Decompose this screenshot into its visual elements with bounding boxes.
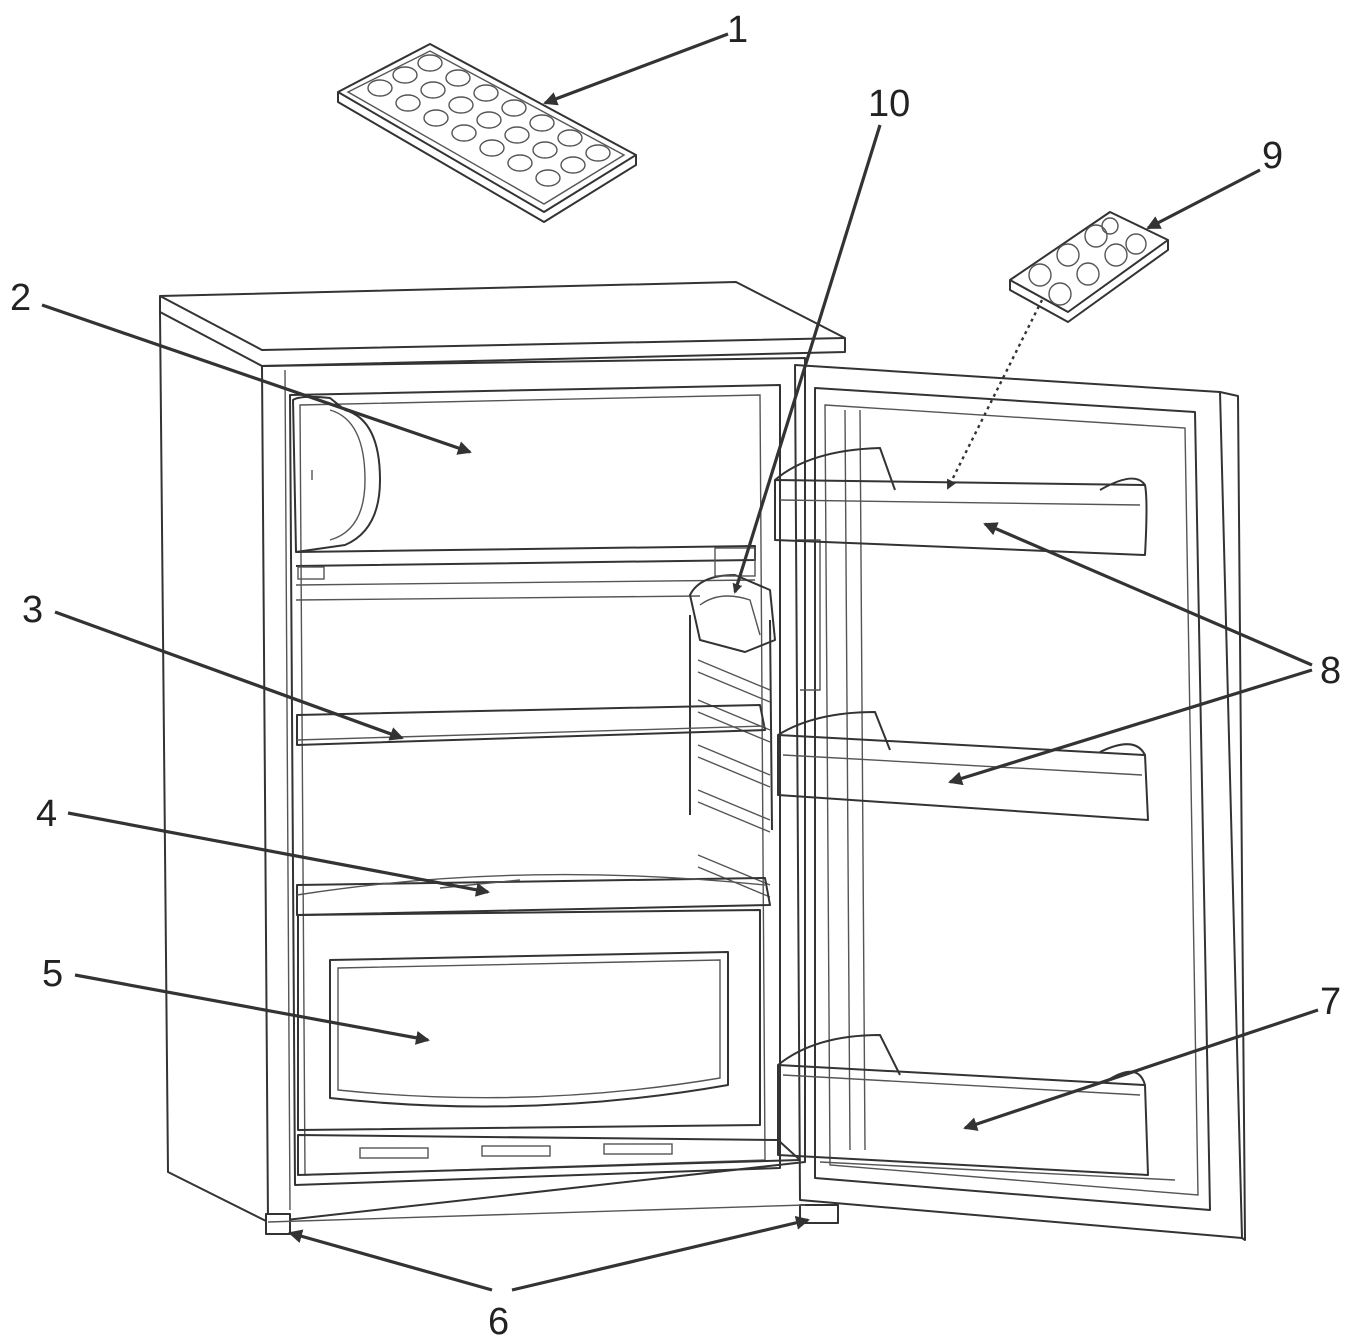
door [794,364,1246,1241]
callout-line-4 [67,811,490,897]
callout-3: 3 [22,589,43,631]
callout-7: 7 [1320,981,1341,1023]
callout-line-5 [74,973,430,1045]
egg-tray [1009,211,1169,323]
shelf-rails [689,615,773,898]
thermostat-lamp-housing [689,547,776,653]
callout-5: 5 [42,953,63,995]
callout-line-7 [963,1008,1319,1131]
ice-cube-tray [337,43,637,223]
crisper-cover [296,873,771,916]
callout-lines [41,32,1319,1292]
callout-8: 8 [1320,650,1341,692]
callout-9: 9 [1262,135,1283,177]
callout-6: 6 [488,1301,509,1340]
callout-line-6b [511,1215,810,1292]
callout-line-1 [543,32,729,106]
door-bin-lower [777,711,1149,821]
callout-line-10 [732,124,882,594]
door-bin-upper [774,447,1148,556]
callout-line-2 [41,303,472,455]
callout-1: 1 [727,9,748,51]
callout-line-8b [948,668,1313,786]
callout-line-6a [288,1229,493,1292]
freezer-compartment [292,395,756,601]
crisper-drawer [297,909,761,1131]
adjustable-feet [265,1204,839,1235]
callout-line-3 [54,610,404,741]
callout-2: 2 [10,277,31,319]
callout-10: 10 [868,83,910,125]
callout-line-9-dotted [946,299,1044,490]
bottle-bin [777,1034,1176,1181]
cabinet-body [159,281,846,1223]
callout-line-9 [1146,168,1261,230]
callout-numbers: 1 2 3 4 5 6 7 8 9 10 [10,9,1341,1340]
callout-4: 4 [36,793,57,835]
glass-shelf [296,704,766,746]
callout-line-8a [983,522,1313,667]
